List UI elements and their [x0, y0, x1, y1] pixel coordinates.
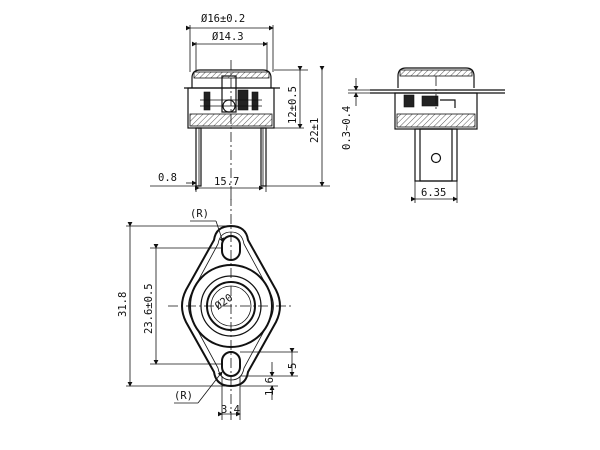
- dim-terminal-spacing: 15.7: [214, 176, 239, 188]
- dim-center-diameter: Ø20: [213, 292, 235, 313]
- dim-slot-width: 1.6: [264, 377, 276, 396]
- dim-overall-length: 31.8: [117, 292, 129, 317]
- label-radius-top: (R): [190, 208, 209, 220]
- dim-terminal-thickness: 0.8: [158, 172, 177, 184]
- dim-body-height: 12±0.5: [287, 86, 299, 124]
- label-radius-bottom: (R): [174, 390, 193, 402]
- dim-slot-length: 5: [287, 363, 299, 369]
- dim-hole-spacing: 23.6±0.5: [143, 283, 155, 334]
- side-view: 0.3~0.4 6.35: [341, 67, 505, 203]
- dim-terminal-width: 6.35: [421, 187, 446, 199]
- dim-flange-thickness: 0.3~0.4: [341, 106, 353, 150]
- dim-total-height: 22±1: [309, 118, 321, 143]
- dim-inner-diameter: Ø14.3: [212, 31, 244, 43]
- dim-slot-offset: 3.4: [221, 404, 240, 416]
- bottom-view: Ø20 (R) (R) 31.8 23.6±0.5 5 1.6: [117, 196, 299, 420]
- dim-outer-diameter: Ø16±0.2: [201, 13, 245, 25]
- front-view: Ø16±0.2 Ø14.3 12±0.5 22±1: [150, 13, 330, 200]
